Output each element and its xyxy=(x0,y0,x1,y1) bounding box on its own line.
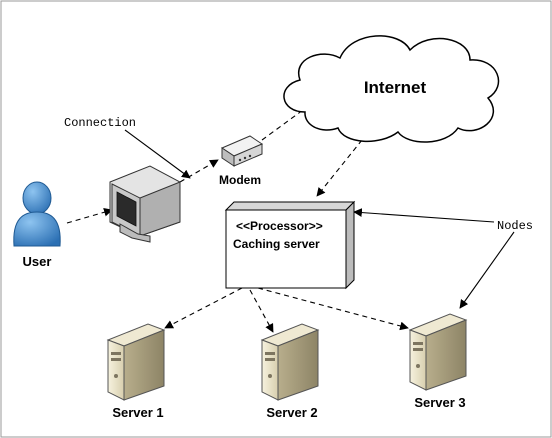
server-2-icon xyxy=(260,323,320,401)
user-icon xyxy=(13,181,61,247)
connector-computer-modem xyxy=(179,159,219,183)
connection-leader-line xyxy=(124,129,191,179)
server-1-label: Server 1 xyxy=(112,405,163,420)
server-2-label: Server 2 xyxy=(266,405,317,420)
connector-caching-server1 xyxy=(164,287,243,329)
server-1-icon xyxy=(106,323,166,401)
caching-server-node: <<Processor>> Caching server xyxy=(224,200,356,290)
processor-stereotype-label: <<Processor>> xyxy=(236,219,323,233)
connector-caching-server2 xyxy=(249,289,274,333)
connector-internet-caching xyxy=(316,139,363,197)
server-3-label: Server 3 xyxy=(414,395,465,410)
connector-user-computer xyxy=(66,207,113,224)
nodes-leader-line-caching xyxy=(353,208,495,223)
nodes-annotation: Nodes xyxy=(497,219,533,233)
computer-icon xyxy=(109,165,181,243)
connection-annotation: Connection xyxy=(64,116,136,130)
server-3-icon xyxy=(408,313,468,391)
user-label: User xyxy=(23,254,52,269)
connector-caching-server3 xyxy=(257,287,409,331)
connectors xyxy=(66,109,515,333)
internet-cloud: Internet xyxy=(283,35,500,143)
nodes-leader-line-server3 xyxy=(459,231,515,309)
connector-modem-internet xyxy=(261,109,304,141)
modem-icon xyxy=(220,135,264,167)
internet-label: Internet xyxy=(364,78,427,97)
modem-label: Modem xyxy=(219,173,261,187)
processor-name-label: Caching server xyxy=(233,237,320,251)
